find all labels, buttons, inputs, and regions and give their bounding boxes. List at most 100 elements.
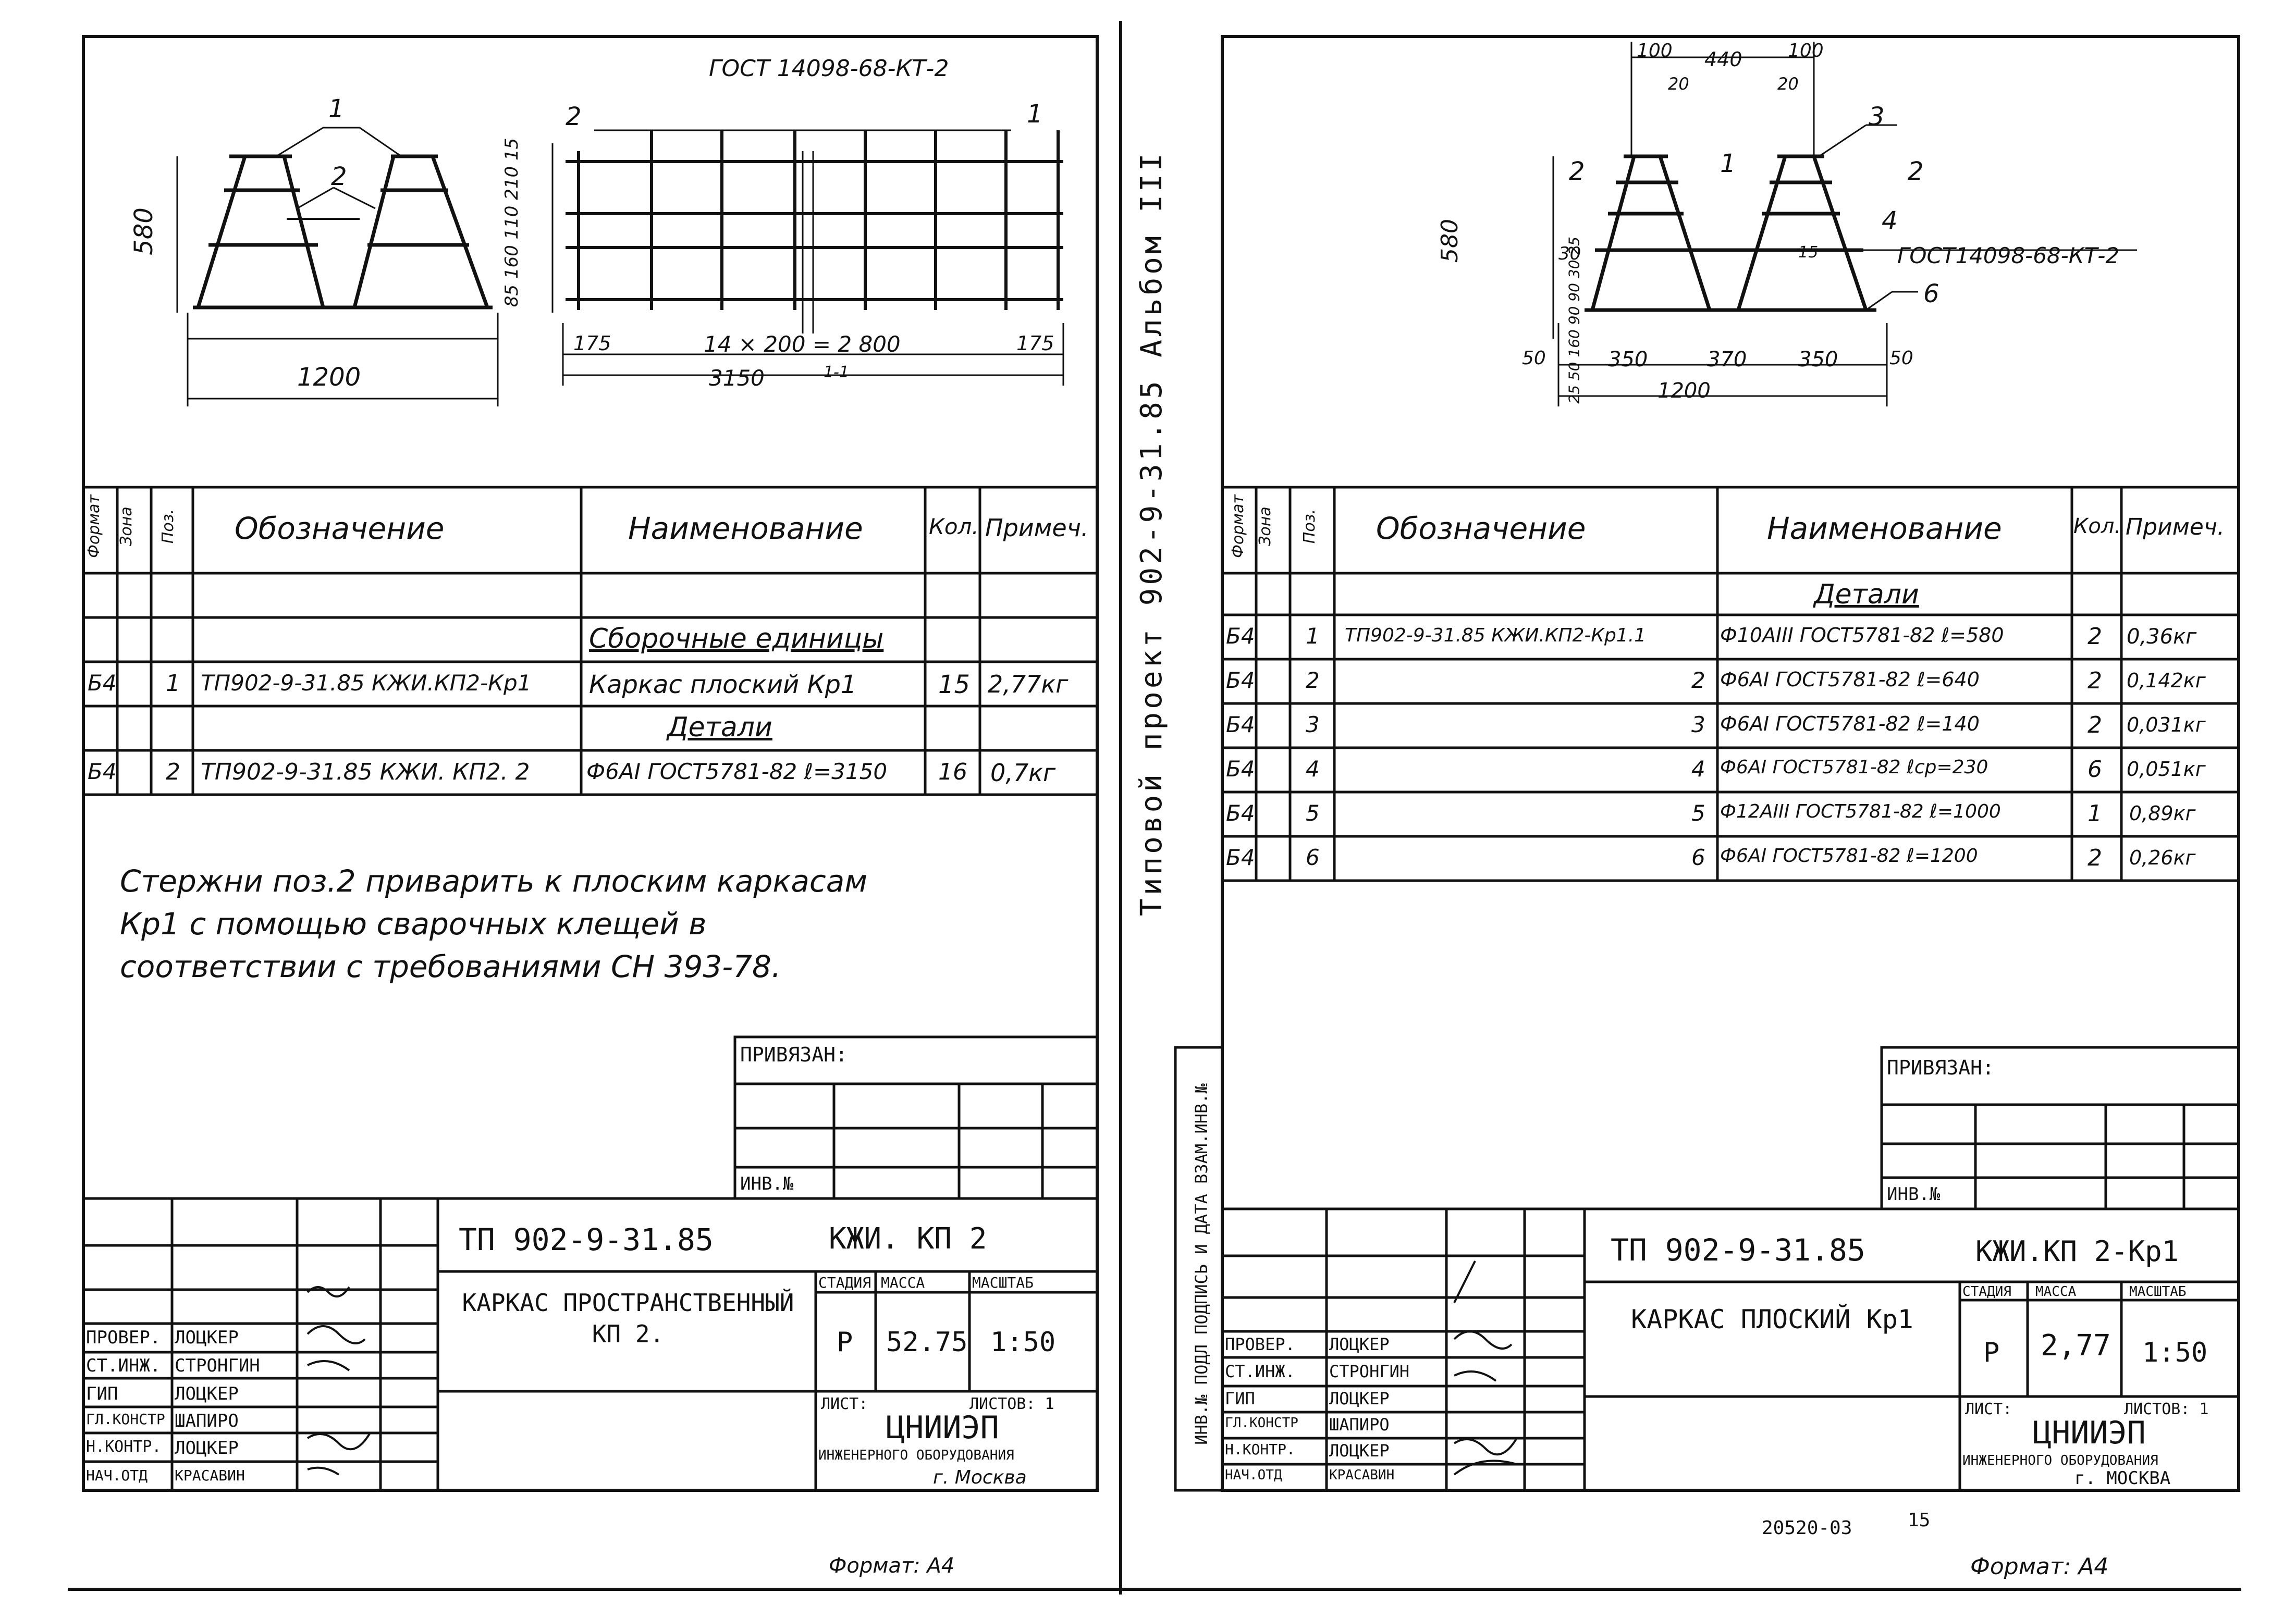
right-hdr-format: Формат [1229, 495, 1247, 558]
left-row1-note: 2,77кг [988, 670, 1069, 698]
right-dim-top2-2: 20 [1777, 74, 1799, 94]
right-role-2: СТ.ИНЖ. [1225, 1362, 1295, 1381]
left-name-5: ЛОЦКЕР [175, 1438, 239, 1459]
right-row2-format: Б4 [1226, 668, 1255, 693]
right-hdr-designation: Обозначение [1376, 511, 1586, 546]
left-row2-designation: ТП902-9-31.85 КЖИ. КП2. 2 [201, 759, 530, 785]
right-row4-name: Ф6АI ГОСТ5781-82 ℓср=230 [1720, 757, 1988, 778]
right-scale: 1:50 [2142, 1337, 2208, 1368]
left-dimension-lines [176, 127, 499, 406]
left-hdr-zone: Зона [117, 506, 136, 546]
left-callout-1a: 1 [328, 94, 345, 123]
left-role-6: НАЧ.ОТД [86, 1467, 148, 1484]
right-section-details: Детали [1814, 579, 1919, 610]
right-role-4: ГЛ.КОНСТР [1225, 1415, 1298, 1431]
right-row4-designation: 4 [1691, 756, 1705, 782]
right-dim-inner: 15 [1798, 243, 1819, 262]
right-row6-name: Ф6АI ГОСТ5781-82 ℓ=1200 [1720, 845, 1978, 867]
right-row4-pos: 4 [1306, 756, 1320, 782]
left-privyazan: ПРИВЯЗАН: [740, 1043, 848, 1066]
left-hdr-name: Наименование [628, 511, 863, 546]
left-role-5: Н.КОНТР. [86, 1438, 162, 1456]
right-dim-bottom-4: 350 [1798, 348, 1838, 372]
right-dim-top-2: 440 [1704, 48, 1742, 71]
right-mass: 2,77 [2041, 1329, 2111, 1363]
left-dim-height: 580 [129, 207, 158, 255]
right-dim-bottom-1: 50 [1522, 348, 1546, 369]
right-row5-name: Ф12АIII ГОСТ5781-82 ℓ=1000 [1720, 801, 2001, 822]
right-row3-designation: 3 [1691, 712, 1705, 737]
right-dimension-lines [1552, 42, 2137, 406]
right-hdr-zone: Зона [1256, 506, 1274, 546]
left-hdr-note: Примеч. [985, 514, 1089, 542]
right-dim-top-3: 100 [1788, 40, 1824, 61]
right-signatures [1453, 1260, 1518, 1476]
left-row2-pos: 2 [166, 759, 180, 785]
left-org2: ИНЖЕНЕРНОГО ОБОРУДОВАНИЯ [818, 1448, 1014, 1463]
left-stage-header: СТАДИЯ [818, 1274, 871, 1291]
right-row2-note: 0,142кг [2127, 669, 2206, 692]
right-format: Формат: А4 [1970, 1553, 2109, 1580]
right-row3-format: Б4 [1226, 712, 1255, 737]
left-row2-note: 0,7кг [990, 759, 1056, 787]
left-gost-label: ГОСТ 14098-68-КТ-2 [709, 55, 949, 82]
side-stamp: ИНВ.№ ПОДЛ ПОДПИСЬ И ДАТА ВЗАМ.ИНВ.№ [1192, 1083, 1211, 1445]
right-name-6: КРАСАВИН [1329, 1467, 1395, 1483]
left-org: ЦНИИЭП [886, 1410, 999, 1446]
spine-title: Типовой проект 902-9-31.85 Альбом III [1135, 150, 1169, 916]
right-row5-designation: 5 [1691, 800, 1705, 826]
right-row2-pos: 2 [1306, 668, 1320, 693]
right-callout-4: 4 [1882, 206, 1898, 236]
left-title: КАРКАС ПРОСТРАНСТВЕННЫЙ КП 2. [462, 1289, 794, 1348]
left-dim-span-mid: 14 × 200 = 2 800 [704, 331, 901, 357]
left-name-2: СТРОНГИН [175, 1355, 260, 1376]
right-stage: Р [1983, 1337, 2000, 1368]
left-row1-name: Каркас плоский Кр1 [589, 670, 857, 699]
left-name-6: КРАСАВИН [175, 1467, 245, 1484]
left-row1-qty: 15 [938, 670, 971, 699]
right-row3-name: Ф6АI ГОСТ5781-82 ℓ=140 [1720, 712, 1980, 735]
left-stage: Р [837, 1327, 853, 1358]
left-note: Стержни поз.2 приварить к плоским каркас… [120, 863, 868, 984]
left-row1-format: Б4 [88, 670, 117, 696]
left-row2-name: Ф6АI ГОСТ5781-82 ℓ=3150 [586, 759, 888, 784]
left-hdr-format: Формат [84, 495, 103, 558]
right-row6-pos: 6 [1306, 845, 1320, 870]
left-inv: ИНВ.№ [740, 1173, 794, 1194]
right-hdr-qty: Кол. [2073, 514, 2121, 538]
right-sheet-code: 20520-03 [1762, 1517, 1852, 1539]
right-row4-qty: 6 [2088, 756, 2102, 783]
right-role-3: ГИП [1225, 1389, 1255, 1408]
right-row1-qty: 2 [2088, 623, 2102, 650]
right-row3-qty: 2 [2088, 712, 2102, 738]
right-stage-header: СТАДИЯ [1962, 1284, 2011, 1300]
left-section-details: Детали [667, 712, 772, 743]
left-role-1: ПРОВЕР. [86, 1327, 161, 1348]
right-role-6: НАЧ.ОТД [1225, 1467, 1282, 1483]
right-row5-note: 0,89кг [2129, 802, 2196, 825]
right-dim-width: 1200 [1657, 379, 1711, 403]
left-mesh-drawing [566, 130, 1063, 310]
left-section-assembly: Сборочные единицы [589, 623, 884, 654]
left-scale: 1:50 [990, 1327, 1056, 1358]
left-row1-pos: 1 [166, 670, 180, 697]
left-callout-2b: 2 [566, 102, 582, 131]
right-sheet: ЛИСТ: [1965, 1400, 2012, 1418]
right-doc-mark: КЖИ.КП 2-Кр1 [1975, 1235, 2179, 1268]
left-signatures [306, 1286, 371, 1476]
right-row6-format: Б4 [1226, 845, 1255, 870]
right-callout-1: 1 [1720, 149, 1736, 178]
right-row6-qty: 2 [2088, 845, 2102, 871]
right-title-block-grid [1174, 1046, 2240, 1492]
right-page-number: 15 [1908, 1510, 1931, 1531]
right-name-5: ЛОЦКЕР [1329, 1441, 1390, 1461]
right-row5-qty: 1 [2088, 800, 2102, 827]
right-mass-header: МАССА [2035, 1284, 2077, 1300]
left-sheets: ЛИСТОВ: 1 [969, 1395, 1054, 1413]
right-row1-pos: 1 [1306, 623, 1320, 649]
right-callout-6: 6 [1923, 279, 1939, 308]
left-dim-vert: 85 160 110 210 15 [501, 138, 523, 307]
left-city: г. Москва [933, 1467, 1027, 1488]
right-row1-format: Б4 [1226, 623, 1255, 649]
left-role-3: ГИП [86, 1383, 118, 1404]
